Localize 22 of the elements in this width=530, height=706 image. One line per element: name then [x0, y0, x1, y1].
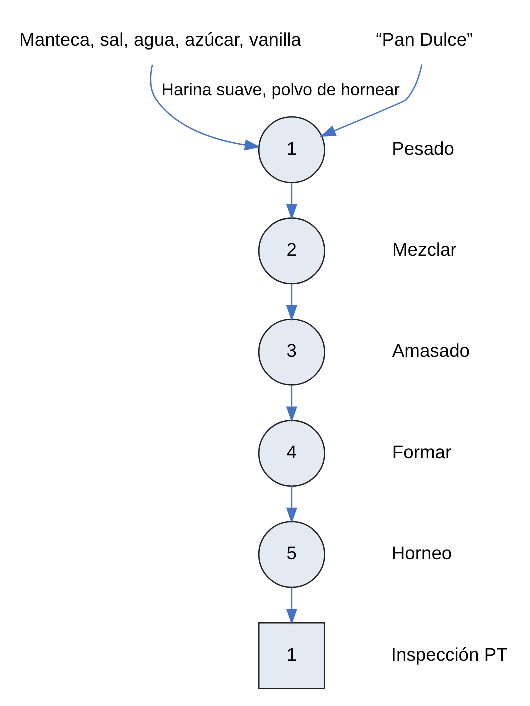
node-label: Amasado: [392, 340, 470, 362]
node-circle: 1: [258, 116, 326, 184]
node-label: Mezclar: [392, 239, 457, 260]
arrow: [286, 588, 298, 625]
node-text: “Pan Dulce”: [376, 28, 474, 50]
node-circle: 4: [258, 420, 326, 488]
node-circle: 5: [258, 521, 326, 588]
node-circle: 3: [258, 318, 326, 386]
node-label: Horneo: [392, 542, 452, 564]
node-label: Formar: [392, 441, 452, 462]
edge-label: Harina suave, polvo de hornear: [162, 80, 400, 100]
arrow: [320, 64, 423, 137]
node-label: Inspección PT: [391, 644, 508, 665]
arrow: [286, 183, 298, 220]
arrow: [286, 284, 298, 322]
node-box: 1: [258, 622, 326, 690]
arrow: [286, 385, 298, 423]
arrow: [286, 486, 298, 524]
arrow: [150, 64, 261, 151]
node-text: Manteca, sal, agua, azúcar, vanilla: [20, 28, 302, 50]
node-label: Pesado: [392, 138, 455, 159]
node-circle: 2: [258, 218, 326, 285]
